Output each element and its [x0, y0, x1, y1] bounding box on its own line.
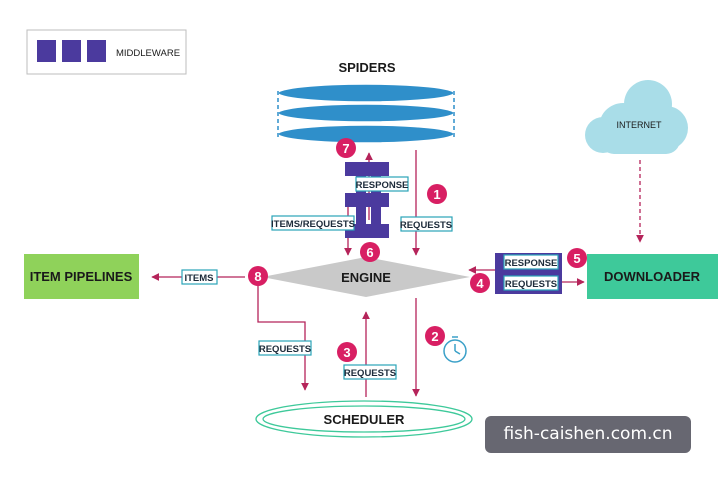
scheduler-node: SCHEDULER — [255, 400, 473, 438]
items-label: ITEMS — [184, 273, 213, 284]
engine-label: ENGINE — [341, 270, 391, 285]
step-4-badge: 4 — [470, 273, 490, 293]
svg-text:2: 2 — [431, 329, 438, 344]
item-pipelines-node: ITEM PIPELINES — [24, 254, 139, 299]
spiders-node: SPIDERS — [277, 60, 455, 144]
svg-text:3: 3 — [343, 345, 350, 360]
requests-label-3: REQUESTS — [344, 368, 396, 379]
item-pipelines-label: ITEM PIPELINES — [30, 269, 133, 284]
requests-label-left: REQUESTS — [259, 344, 311, 355]
downloader-label: DOWNLOADER — [604, 269, 701, 284]
step-5-badge: 5 — [567, 248, 587, 268]
internet-label: INTERNET — [617, 120, 663, 130]
spiders-label: SPIDERS — [338, 60, 395, 75]
requests-label-1: REQUESTS — [400, 220, 452, 231]
svg-text:4: 4 — [476, 276, 484, 291]
response-label-top: RESPONSE — [356, 180, 409, 191]
engine-node: ENGINE — [262, 257, 470, 297]
internet-cloud: INTERNET — [585, 80, 688, 154]
step-7-badge: 7 — [336, 138, 356, 158]
step-8-badge: 8 — [248, 266, 268, 286]
svg-text:8: 8 — [254, 269, 261, 284]
step-1-badge: 1 — [427, 184, 447, 204]
step-6-badge: 6 — [360, 242, 380, 262]
svg-text:6: 6 — [366, 245, 373, 260]
svg-text:1: 1 — [433, 187, 440, 202]
requests-label-right: REQUESTS — [505, 279, 557, 290]
flow-labels: RESPONSE ITEMS/REQUESTS REQUESTS ITEMS R… — [181, 176, 559, 380]
spider-middleware — [345, 162, 389, 238]
response-label-right: RESPONSE — [505, 258, 558, 269]
step-2-badge: 2 — [425, 326, 445, 346]
downloader-node: DOWNLOADER — [587, 254, 718, 299]
timer-icon — [443, 336, 467, 363]
step-3-badge: 3 — [337, 342, 357, 362]
svg-text:7: 7 — [342, 141, 349, 156]
middleware-legend-label: MIDDLEWARE — [116, 48, 180, 59]
items-requests-label: ITEMS/REQUESTS — [271, 219, 355, 230]
scheduler-label: SCHEDULER — [324, 412, 406, 427]
step-badges: 1 2 3 4 5 6 7 8 — [248, 138, 587, 362]
svg-text:5: 5 — [573, 251, 580, 266]
middleware-legend: MIDDLEWARE — [26, 29, 187, 75]
watermark: fish-caishen.com.cn — [485, 416, 691, 453]
